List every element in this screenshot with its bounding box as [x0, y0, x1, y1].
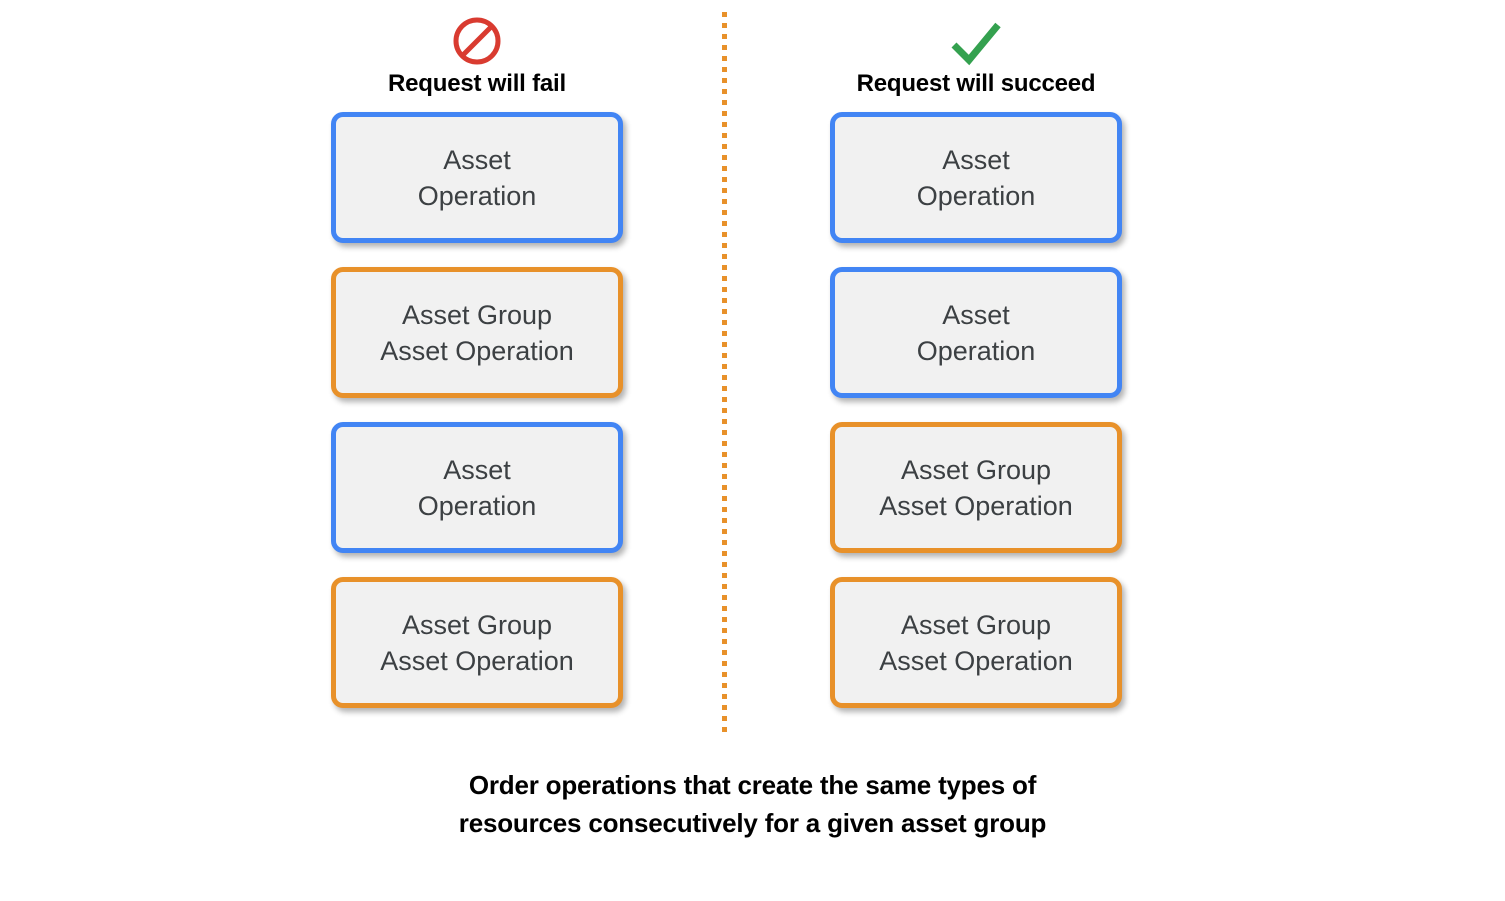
- card-line: Asset Operation: [380, 335, 574, 366]
- card-line: Asset: [443, 454, 511, 485]
- card-line: Asset: [942, 144, 1010, 175]
- card-line: Asset: [443, 144, 511, 175]
- card-line: Asset Group: [401, 299, 553, 330]
- card-asset-operation: Asset Operation: [331, 112, 623, 243]
- card-line: Asset Group: [401, 609, 553, 640]
- checkmark-icon: [946, 12, 1006, 70]
- card-line: Asset Group: [900, 609, 1052, 640]
- card-asset-group-asset-operation: Asset Group Asset Operation: [331, 577, 623, 708]
- column-request-will-succeed: Request will succeed Asset Operation Ass…: [826, 0, 1126, 732]
- vertical-dotted-divider: [722, 12, 727, 736]
- column-title-fail: Request will fail: [388, 70, 566, 97]
- card-line: Asset Group: [900, 454, 1052, 485]
- card-asset-operation: Asset Operation: [331, 422, 623, 553]
- card-line: Asset Operation: [879, 645, 1073, 676]
- caption-line-2: resources consecutively for a given asse…: [458, 808, 1047, 838]
- card-stack-succeed: Asset Operation Asset Operation Asset Gr…: [826, 112, 1126, 708]
- card-asset-operation: Asset Operation: [830, 112, 1122, 243]
- card-line: Operation: [916, 180, 1036, 211]
- card-line: Operation: [916, 335, 1036, 366]
- card-asset-operation: Asset Operation: [830, 267, 1122, 398]
- caption-line-1: Order operations that create the same ty…: [468, 770, 1037, 800]
- card-line: Operation: [417, 180, 537, 211]
- card-stack-fail: Asset Operation Asset Group Asset Operat…: [327, 112, 627, 708]
- column-request-will-fail: Request will fail Asset Operation Asset …: [327, 0, 627, 732]
- card-line: Asset Operation: [380, 645, 574, 676]
- column-header-succeed: Request will succeed: [826, 0, 1126, 112]
- prohibition-icon: [451, 12, 503, 70]
- card-asset-group-asset-operation: Asset Group Asset Operation: [830, 577, 1122, 708]
- diagram-caption: Order operations that create the same ty…: [0, 766, 1505, 842]
- card-line: Asset: [942, 299, 1010, 330]
- card-line: Asset Operation: [879, 490, 1073, 521]
- column-title-succeed: Request will succeed: [856, 70, 1096, 97]
- card-asset-group-asset-operation: Asset Group Asset Operation: [331, 267, 623, 398]
- card-asset-group-asset-operation: Asset Group Asset Operation: [830, 422, 1122, 553]
- column-header-fail: Request will fail: [327, 0, 627, 112]
- card-line: Operation: [417, 490, 537, 521]
